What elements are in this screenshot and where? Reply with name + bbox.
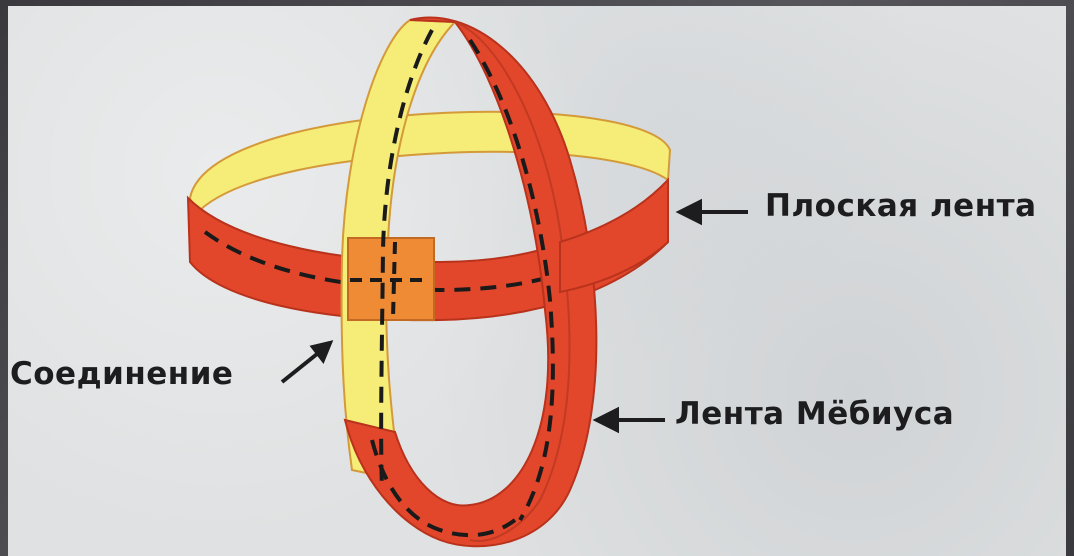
arrow-joint — [282, 343, 330, 382]
label-flat-strip: Плоская лента — [765, 188, 1037, 224]
label-joint: Соединение — [10, 356, 233, 392]
label-mobius-strip: Лента Мёбиуса — [675, 396, 954, 432]
arrow-flat-strip — [680, 202, 748, 222]
arrow-mobius-strip — [597, 410, 665, 430]
flat-strip-inner — [190, 112, 670, 215]
